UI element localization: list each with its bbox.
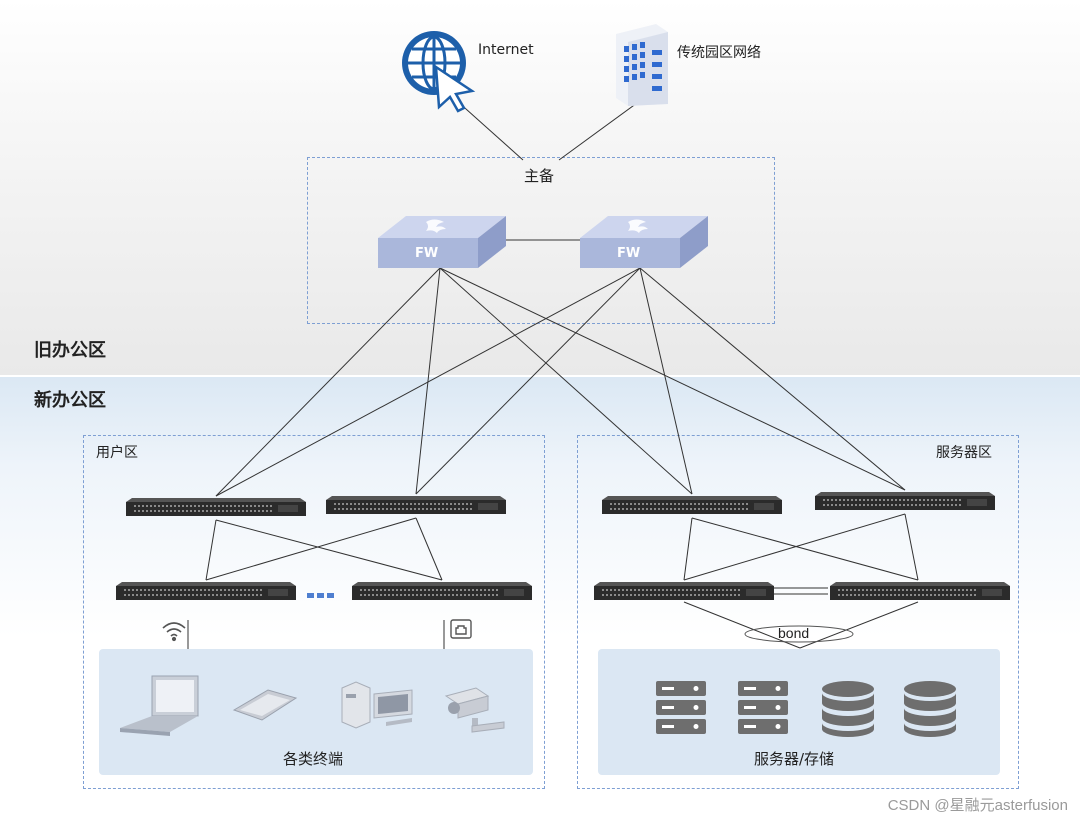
- zone-divider: [0, 375, 1080, 377]
- building-icon: [616, 24, 668, 106]
- server-icon-1: [656, 681, 706, 734]
- bond-label: bond: [778, 625, 810, 641]
- new-office-label: 新办公区: [34, 390, 106, 411]
- old-office-zone: [0, 0, 1080, 375]
- active-standby-label: 主备: [524, 167, 555, 185]
- access-links: [187, 513, 919, 649]
- terminals-caption: 各类终端: [283, 750, 344, 768]
- core-links: [215, 267, 906, 497]
- server-access-switch-1: [594, 582, 774, 600]
- user-core-switch-2: [326, 496, 506, 514]
- wifi-icon: [162, 622, 186, 642]
- server-area-box: [577, 435, 1019, 789]
- firewall-group-box: [307, 157, 775, 324]
- campus-network-label: 传统园区网络: [677, 45, 761, 61]
- user-area-box: [83, 435, 545, 789]
- user-access-switch-2: [352, 582, 532, 600]
- camera-icon: [444, 687, 505, 733]
- internet-label: Internet: [478, 42, 534, 58]
- firewall-backup: [580, 216, 708, 268]
- ethernet-port-icon: [450, 619, 472, 639]
- firewall-primary: [378, 216, 506, 268]
- server-core-switch-1: [602, 496, 782, 514]
- servers-caption: 服务器/存储: [754, 750, 835, 768]
- desktop-pc-icon: [341, 681, 413, 729]
- user-core-switch-1: [126, 498, 306, 516]
- tablet-icon: [232, 689, 298, 721]
- server-core-switch-2: [815, 492, 995, 510]
- server-icon-2: [738, 681, 788, 734]
- watermark: CSDN @星融元asterfusion: [887, 797, 1068, 814]
- database-icon-1: [822, 681, 874, 737]
- bond-ellipse: [744, 625, 854, 643]
- more-switches-ellipsis: [307, 593, 334, 598]
- user-area-title: 用户区: [96, 445, 138, 461]
- user-access-switch-1: [116, 582, 296, 600]
- server-area-title: 服务器区: [936, 445, 992, 461]
- firewall-backup-label: FW: [617, 246, 641, 261]
- database-icon-2: [904, 681, 956, 737]
- server-access-switch-2: [830, 582, 1010, 600]
- old-office-label: 旧办公区: [34, 340, 106, 361]
- laptop-icon: [120, 675, 199, 736]
- internet-globe-icon: [402, 31, 476, 113]
- firewall-primary-label: FW: [415, 246, 439, 261]
